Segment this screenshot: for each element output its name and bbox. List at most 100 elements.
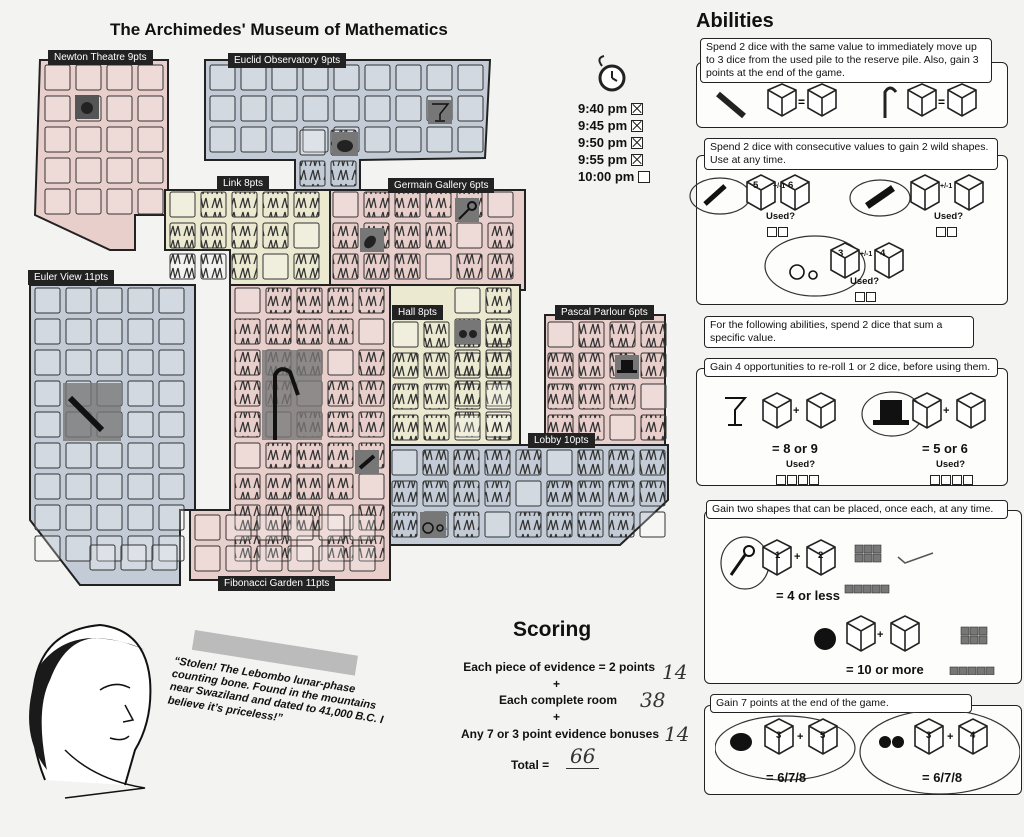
board-cell[interactable] [262, 253, 289, 280]
board-cell[interactable] [640, 321, 667, 348]
board-cell[interactable] [209, 64, 236, 91]
board-cell[interactable] [234, 442, 261, 469]
board-cell[interactable] [106, 95, 133, 122]
board-cell[interactable] [65, 349, 92, 376]
board-cell[interactable] [44, 95, 71, 122]
board-cell[interactable] [65, 442, 92, 469]
used-boxes[interactable] [930, 472, 974, 490]
used-boxes[interactable] [767, 224, 789, 242]
board-cell[interactable] [265, 442, 292, 469]
board-cell[interactable] [44, 188, 71, 215]
board-cell[interactable] [158, 411, 185, 438]
board-cell[interactable] [391, 449, 418, 476]
board-cell[interactable] [287, 514, 314, 541]
board-cell[interactable] [485, 321, 512, 348]
score-value-bonuses[interactable]: 14 [664, 722, 690, 746]
board-cell[interactable] [358, 473, 385, 500]
board-cell[interactable] [265, 287, 292, 314]
board-cell[interactable] [231, 253, 258, 280]
board-cell[interactable] [457, 64, 484, 91]
board-cell[interactable] [318, 514, 345, 541]
score-value-rooms[interactable]: 38 [640, 688, 666, 712]
board-cell[interactable] [327, 380, 354, 407]
board-cell[interactable] [225, 545, 252, 572]
board-cell[interactable] [485, 287, 512, 314]
board-cell[interactable] [349, 514, 376, 541]
board-cell[interactable] [546, 480, 573, 507]
board-cell[interactable] [299, 160, 326, 187]
board-cell[interactable] [209, 126, 236, 153]
board-cell[interactable] [158, 535, 185, 562]
board-cell[interactable] [577, 449, 604, 476]
board-cell[interactable] [231, 222, 258, 249]
board-cell[interactable] [169, 253, 196, 280]
board-cell[interactable] [296, 287, 323, 314]
board-cell[interactable] [358, 504, 385, 531]
total-value[interactable]: 66 [566, 744, 600, 769]
board-cell[interactable] [169, 191, 196, 218]
board-cell[interactable] [34, 349, 61, 376]
board-cell[interactable] [484, 480, 511, 507]
board-cell[interactable] [65, 318, 92, 345]
board-cell[interactable] [487, 253, 514, 280]
board-cell[interactable] [106, 126, 133, 153]
board-cell[interactable] [425, 191, 452, 218]
board-cell[interactable] [327, 318, 354, 345]
board-cell[interactable] [358, 535, 385, 562]
board-cell[interactable] [256, 545, 283, 572]
board-cell[interactable] [65, 504, 92, 531]
board-cell[interactable] [358, 411, 385, 438]
board-cell[interactable] [395, 126, 422, 153]
board-cell[interactable] [265, 535, 292, 562]
board-cell[interactable] [234, 318, 261, 345]
board-cell[interactable] [318, 545, 345, 572]
board-cell[interactable] [34, 504, 61, 531]
board-cell[interactable] [158, 442, 185, 469]
board-cell[interactable] [194, 545, 221, 572]
board-cell[interactable] [327, 349, 354, 376]
board-cell[interactable] [158, 349, 185, 376]
board-cell[interactable] [127, 504, 154, 531]
board-cell[interactable] [127, 535, 154, 562]
board-cell[interactable] [485, 414, 512, 441]
board-cell[interactable] [484, 511, 511, 538]
board-cell[interactable] [75, 126, 102, 153]
board-cell[interactable] [234, 535, 261, 562]
board-cell[interactable] [578, 321, 605, 348]
board-cell[interactable] [65, 287, 92, 314]
board-cell[interactable] [515, 449, 542, 476]
board-cell[interactable] [640, 414, 667, 441]
board-cell[interactable] [120, 544, 147, 571]
time-checkbox[interactable] [631, 102, 644, 115]
board-cell[interactable] [256, 514, 283, 541]
board-cell[interactable] [609, 414, 636, 441]
board-cell[interactable] [234, 349, 261, 376]
board-cell[interactable] [127, 473, 154, 500]
board-cell[interactable] [608, 449, 635, 476]
board-cell[interactable] [262, 222, 289, 249]
board-cell[interactable] [65, 535, 92, 562]
board-cell[interactable] [456, 253, 483, 280]
board-cell[interactable] [364, 64, 391, 91]
board-cell[interactable] [358, 349, 385, 376]
board-cell[interactable] [454, 383, 481, 410]
board-cell[interactable] [240, 126, 267, 153]
board-cell[interactable] [327, 535, 354, 562]
board-cell[interactable] [271, 126, 298, 153]
board-cell[interactable] [358, 287, 385, 314]
board-cell[interactable] [423, 352, 450, 379]
board-cell[interactable] [327, 411, 354, 438]
board-cell[interactable] [487, 191, 514, 218]
board-cell[interactable] [485, 383, 512, 410]
board-cell[interactable] [332, 191, 359, 218]
board-cell[interactable] [151, 544, 178, 571]
board-cell[interactable] [34, 287, 61, 314]
board-cell[interactable] [423, 321, 450, 348]
board-cell[interactable] [34, 380, 61, 407]
board-cell[interactable] [363, 253, 390, 280]
score-value-evidence[interactable]: 14 [662, 660, 688, 684]
board-cell[interactable] [639, 449, 666, 476]
board-cell[interactable] [302, 126, 329, 153]
board-cell[interactable] [392, 383, 419, 410]
used-boxes[interactable] [855, 289, 877, 307]
